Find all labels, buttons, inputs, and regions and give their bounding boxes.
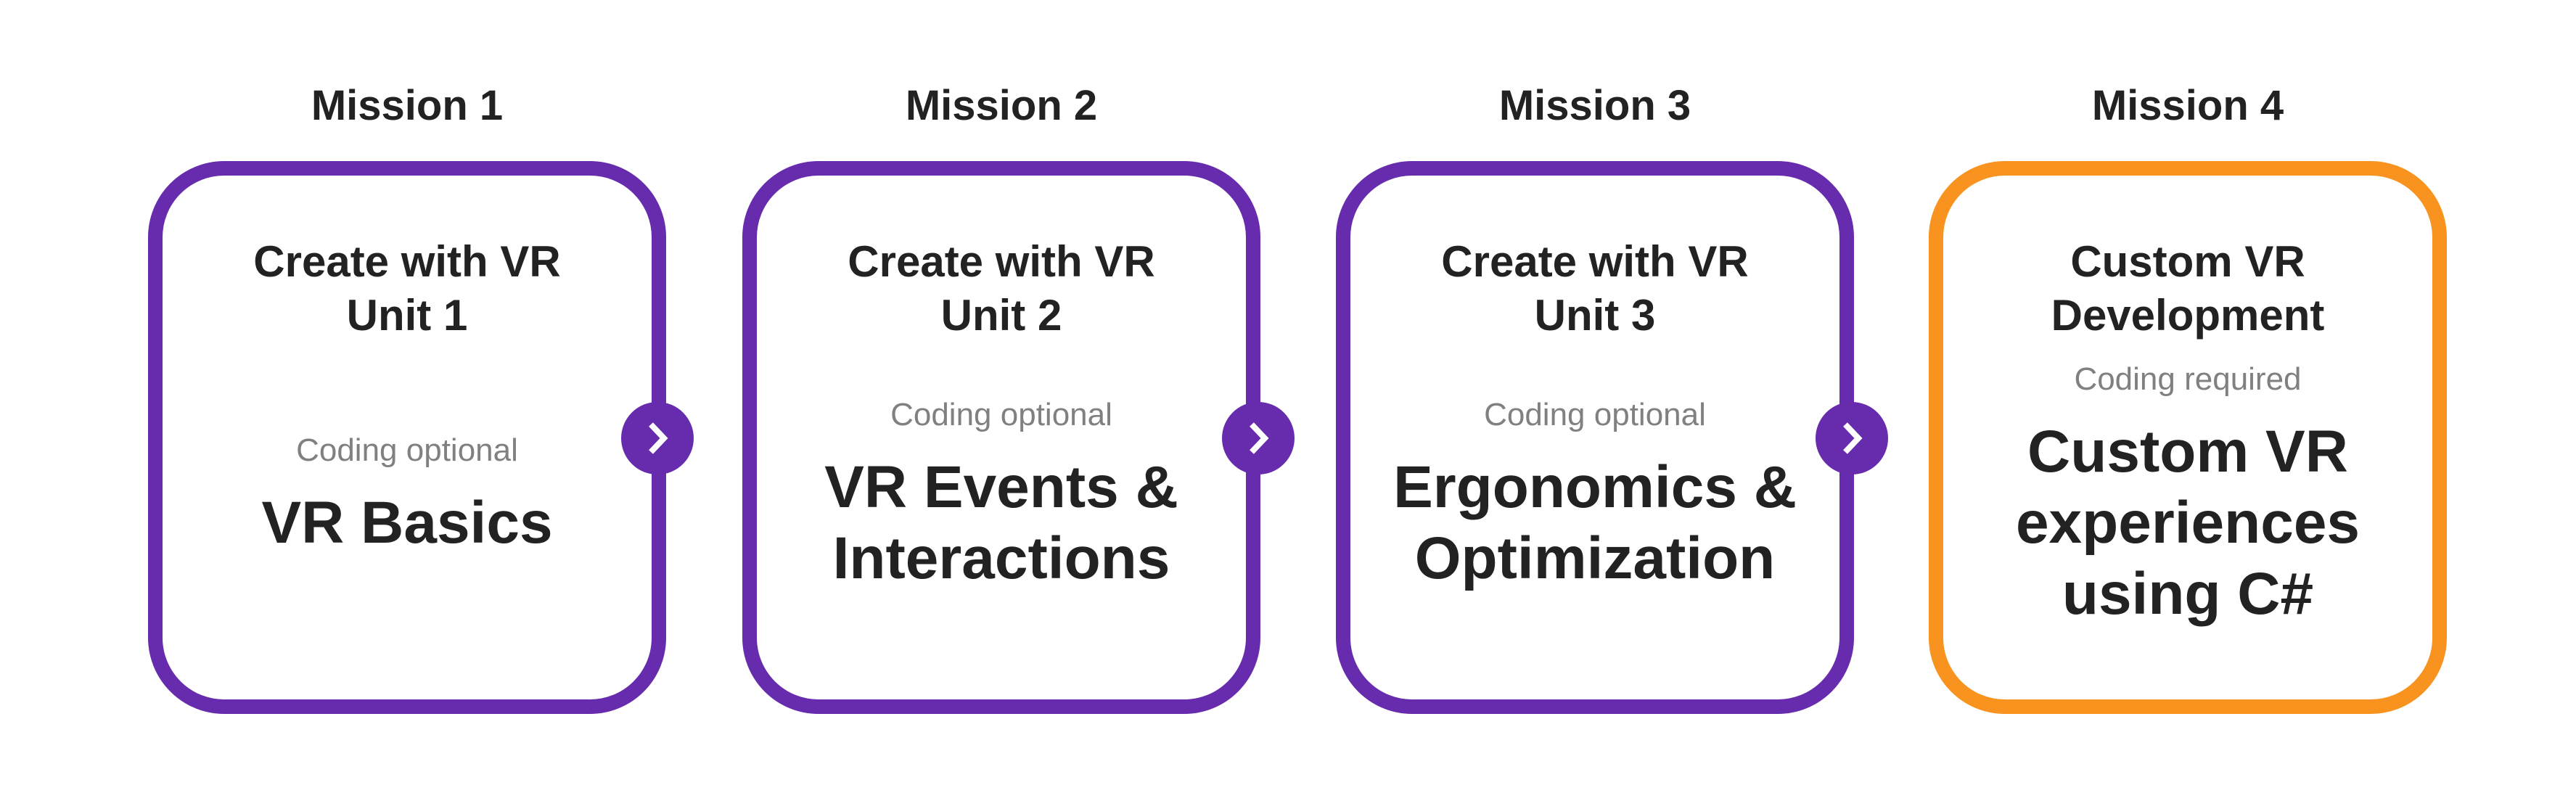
coding-requirement: Coding optional [890,397,1112,432]
card-topic: Ergonomics & Optimization [1393,454,1797,591]
card-topic: VR Events & Interactions [824,454,1178,591]
card-topic: Custom VR experiences using C# [2015,419,2360,627]
chevron-right-icon [1222,402,1295,475]
coding-requirement: Coding required [2074,361,2302,397]
mission-heading: Mission 4 [2091,82,2284,129]
chevron-right-icon [621,402,694,475]
mission-card: Create with VR Unit 2 Coding optional VR… [742,161,1260,714]
coding-requirement: Coding optional [296,432,518,468]
coding-requirement: Coding optional [1484,397,1706,432]
card-title: Create with VR Unit 1 [253,237,561,340]
card-title: Create with VR Unit 3 [1441,237,1749,340]
mission-heading: Mission 2 [905,82,1098,129]
mission-4: Mission 4 Custom VR Development Coding r… [1929,0,2447,801]
card-title: Custom VR Development [2051,237,2325,340]
mission-3: Mission 3 Create with VR Unit 3 Coding o… [1336,0,1854,801]
mission-card: Create with VR Unit 3 Coding optional Er… [1336,161,1854,714]
mission-heading: Mission 1 [311,82,504,129]
mission-1: Mission 1 Create with VR Unit 1 Coding o… [148,0,666,801]
mission-card: Custom VR Development Coding required Cu… [1929,161,2447,714]
chevron-right-icon [1816,402,1888,475]
mission-2: Mission 2 Create with VR Unit 2 Coding o… [742,0,1260,801]
mission-card: Create with VR Unit 1 Coding optional VR… [148,161,666,714]
card-topic: VR Basics [261,490,553,556]
card-title: Create with VR Unit 2 [848,237,1155,340]
mission-heading: Mission 3 [1498,82,1691,129]
